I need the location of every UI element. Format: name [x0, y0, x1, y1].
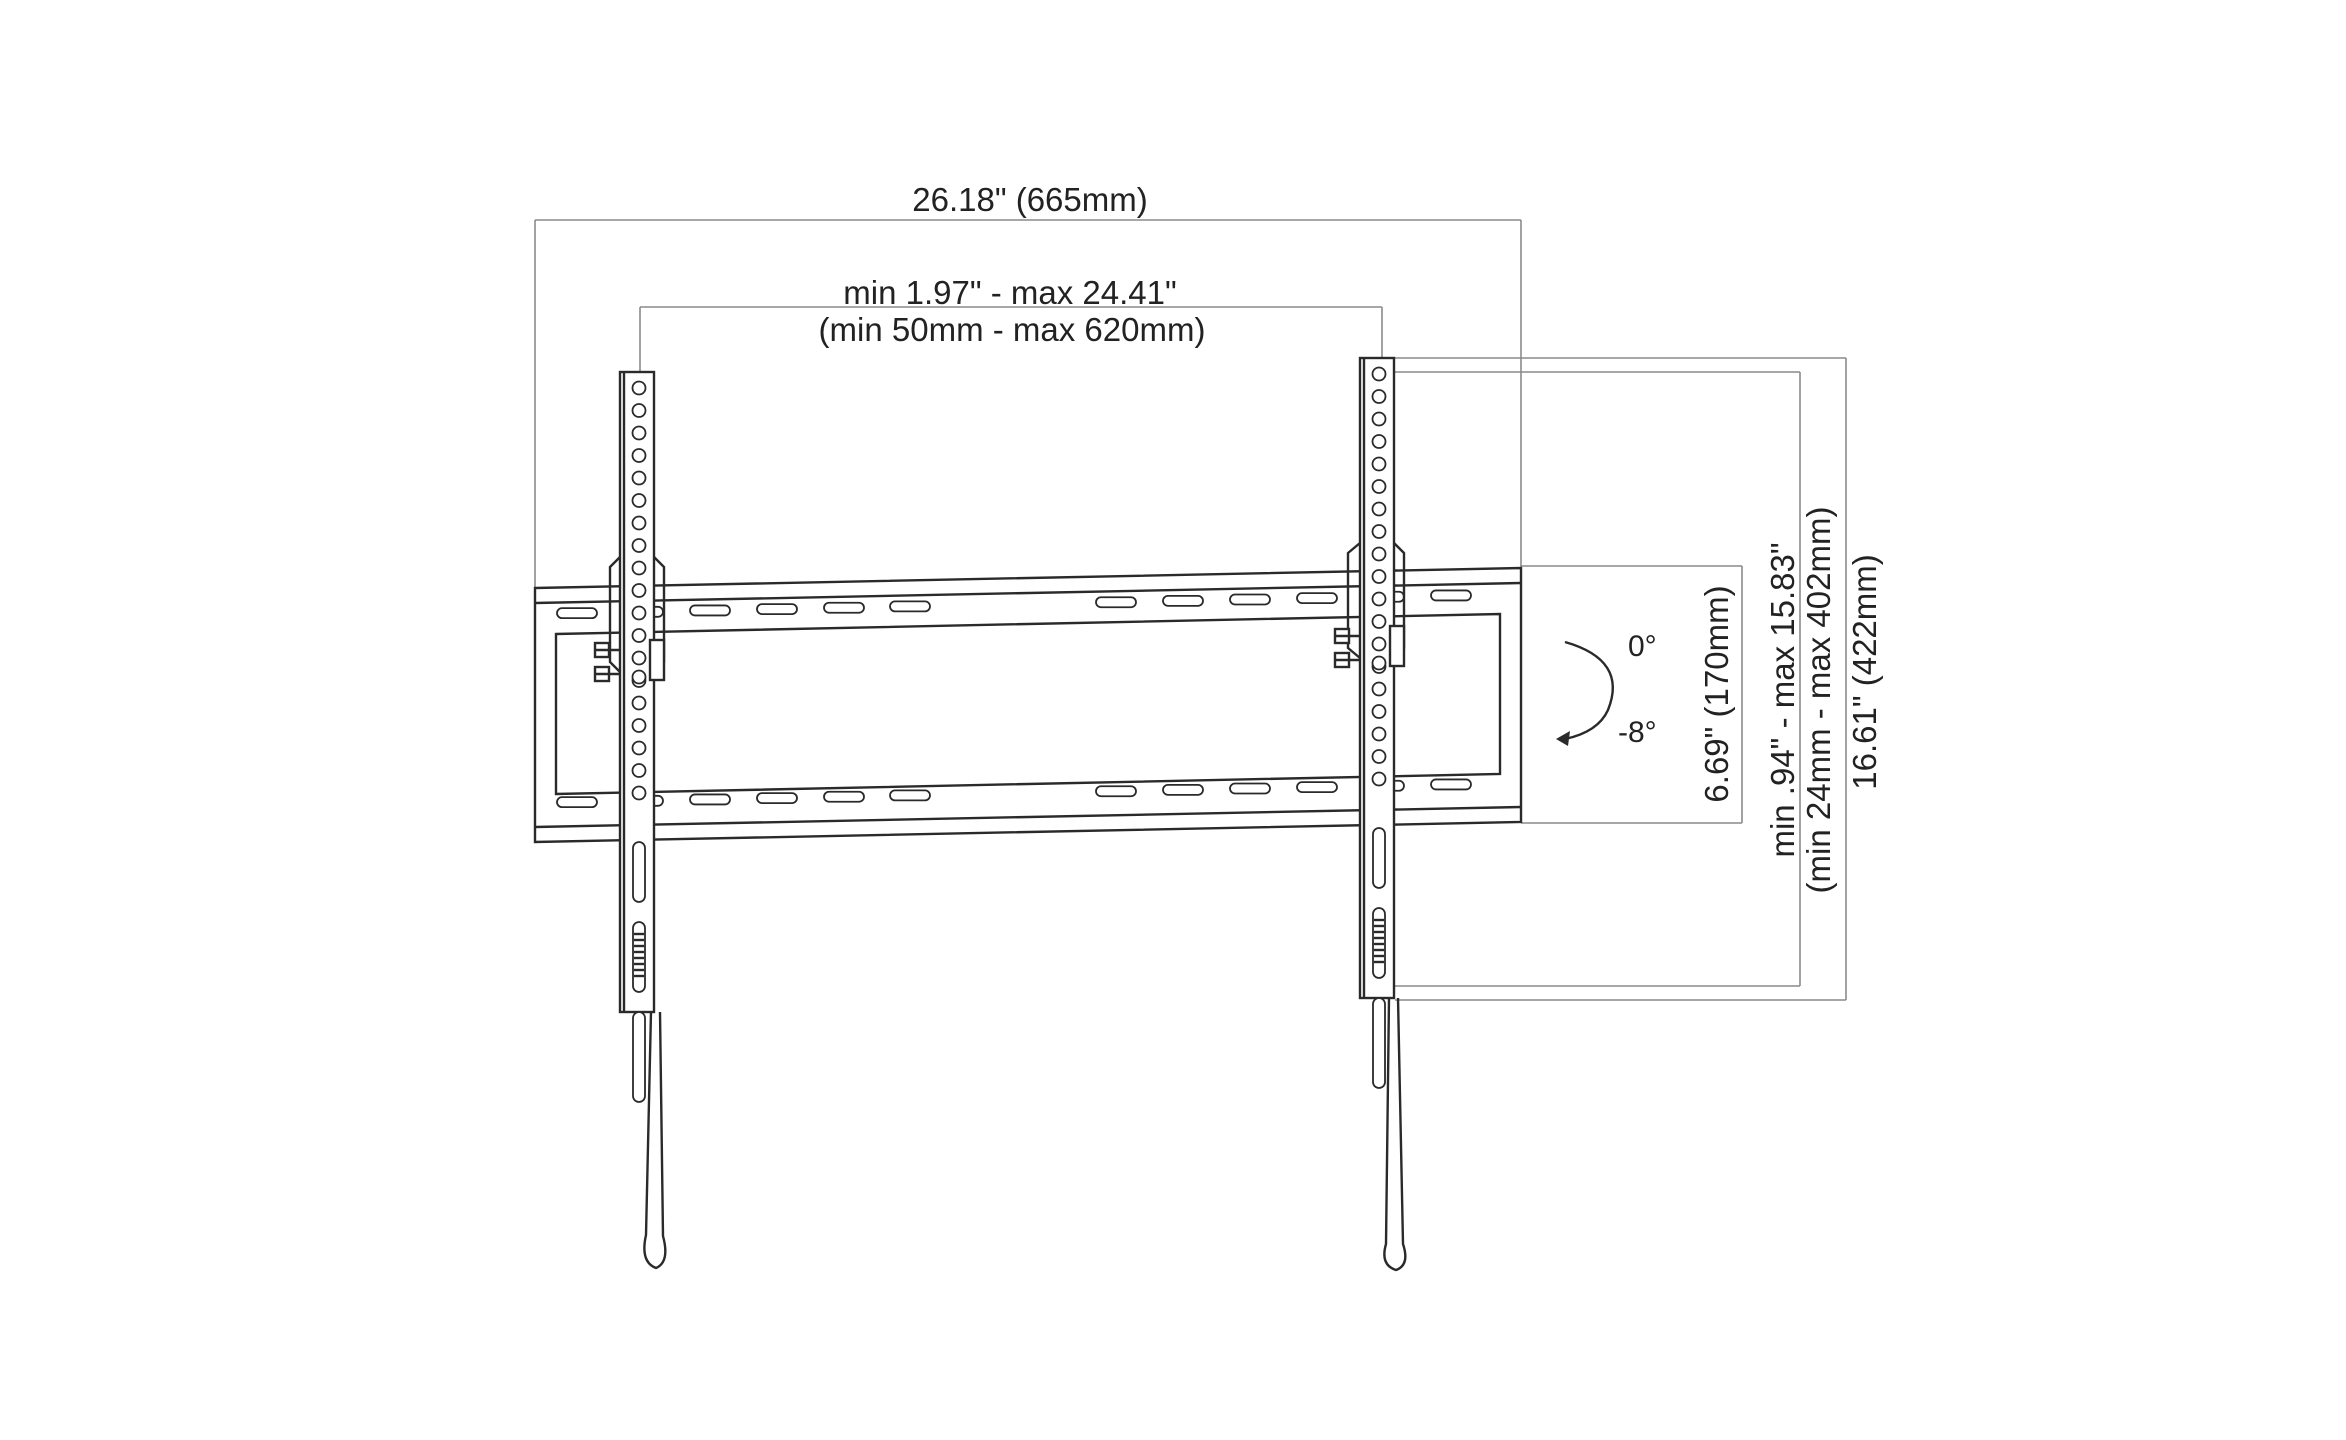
plate-slot-top	[1430, 589, 1472, 602]
plate-slot-top	[689, 604, 731, 617]
arm-clamp	[1388, 624, 1406, 668]
arm-hole	[1371, 569, 1387, 584]
tilt-upper-angle-label: 0°	[1628, 630, 1657, 663]
arm-hole	[1371, 366, 1387, 382]
overall-height-dimension: 16.61" (422mm)	[1395, 357, 1883, 1001]
plate-slot-bottom	[556, 796, 598, 809]
wall-plate-cutout	[554, 612, 1502, 796]
arm-hole	[631, 493, 647, 508]
arm-spacing-dimension: min 1.97" - max 24.41" (min 50mm - max 6…	[639, 274, 1383, 382]
arm-hole	[631, 380, 647, 396]
arm-hole	[1371, 749, 1387, 764]
arm-hole	[1371, 389, 1387, 404]
wall-plate-outline	[533, 566, 1523, 844]
arm-hole	[1371, 434, 1387, 449]
plate-slot-bottom	[1430, 778, 1472, 791]
arm-hole	[1371, 636, 1387, 652]
arm-hole	[631, 650, 647, 666]
left-mounting-arm	[593, 370, 666, 1103]
arm-hole	[1371, 681, 1387, 697]
right-mounting-arm	[1333, 356, 1406, 1089]
arm-hole	[631, 515, 647, 531]
arm-slot	[1372, 997, 1386, 1089]
arm-slot	[1372, 827, 1386, 889]
plate-height-label: 6.69" (170mm)	[1698, 585, 1735, 802]
arm-hole	[631, 740, 647, 756]
wall-plate-top-flange	[534, 581, 1522, 605]
arm-hole	[631, 403, 647, 418]
arm-spacing-metric-label: (min 50mm - max 620mm)	[819, 311, 1206, 348]
plate-slot-bottom	[889, 789, 931, 802]
arm-hole	[631, 785, 647, 801]
arm-hole	[631, 628, 647, 643]
tilt-arc	[1564, 640, 1614, 741]
overall-height-label: 16.61" (422mm)	[1846, 554, 1883, 789]
tilt-arrow-head	[1556, 731, 1570, 746]
right-safety-cord	[1383, 997, 1407, 1272]
plate-slot-top	[823, 601, 865, 614]
plate-slot-top	[756, 603, 798, 615]
plate-slot-bottom	[1296, 781, 1338, 794]
plate-slot-bottom	[1095, 785, 1137, 798]
arm-locking-bolt	[631, 669, 647, 685]
plate-slot-bottom	[756, 792, 798, 804]
arm-locking-bolt	[1371, 655, 1387, 671]
overall-width-dimension: 26.18" (665mm)	[534, 181, 1522, 588]
plate-slot-top	[556, 607, 598, 620]
plate-slot-bottom	[689, 793, 731, 806]
vertical-range-imperial-label: min .94" - max 15.83"	[1764, 542, 1801, 857]
arm-hole	[1371, 411, 1387, 427]
arm-hook-bracket	[608, 556, 621, 673]
tilt-indicator: 0° -8°	[1556, 630, 1657, 749]
arm-hole	[631, 425, 647, 441]
arm-hole	[631, 448, 647, 463]
plate-slot-top	[1162, 594, 1204, 607]
plate-slot-top	[1296, 592, 1338, 605]
arm-hole	[631, 538, 647, 553]
arm-hole	[1371, 479, 1387, 494]
left-safety-cord	[643, 1011, 667, 1270]
plate-height-dimension: 6.69" (170mm)	[1521, 565, 1743, 824]
arm-hole	[1371, 456, 1387, 472]
arm-hole	[1371, 546, 1387, 562]
vertical-range-metric-label: (min 24mm - max 402mm)	[1800, 507, 1837, 894]
arm-hole	[1371, 501, 1387, 517]
plate-slot-bottom	[1162, 783, 1204, 796]
arm-hole	[1371, 524, 1387, 539]
arm-slot	[632, 1011, 646, 1103]
arm-hole	[1371, 614, 1387, 629]
plate-slot-top	[1095, 596, 1137, 609]
arm-hole	[631, 560, 647, 576]
arm-hole	[631, 470, 647, 486]
arm-hole	[1371, 704, 1387, 719]
arm-hole	[631, 718, 647, 733]
overall-width-label: 26.18" (665mm)	[912, 181, 1147, 218]
arm-hole	[1371, 771, 1387, 787]
plate-slot-bottom	[823, 790, 865, 803]
plate-slot-top	[889, 600, 931, 613]
arm-hole	[631, 605, 647, 621]
plate-slot-bottom	[1229, 782, 1271, 795]
arm-hook-bracket	[1346, 542, 1361, 659]
arm-hole	[1371, 591, 1387, 607]
plate-slot-top	[1229, 593, 1271, 606]
wall-plate-bottom-flange	[534, 805, 1522, 829]
arm-slot	[632, 841, 646, 903]
tilt-lower-angle-label: -8°	[1618, 716, 1657, 749]
arm-hole	[631, 763, 647, 778]
arm-clamp	[648, 638, 666, 682]
arm-spacing-imperial-label: min 1.97" - max 24.41"	[843, 274, 1176, 311]
safety-cords	[643, 997, 1407, 1272]
arm-hole	[631, 583, 647, 598]
arm-hole	[631, 695, 647, 711]
arm-hole	[1371, 726, 1387, 742]
vertical-range-dimension: min .94" - max 15.83" (min 24mm - max 40…	[1393, 371, 1837, 987]
